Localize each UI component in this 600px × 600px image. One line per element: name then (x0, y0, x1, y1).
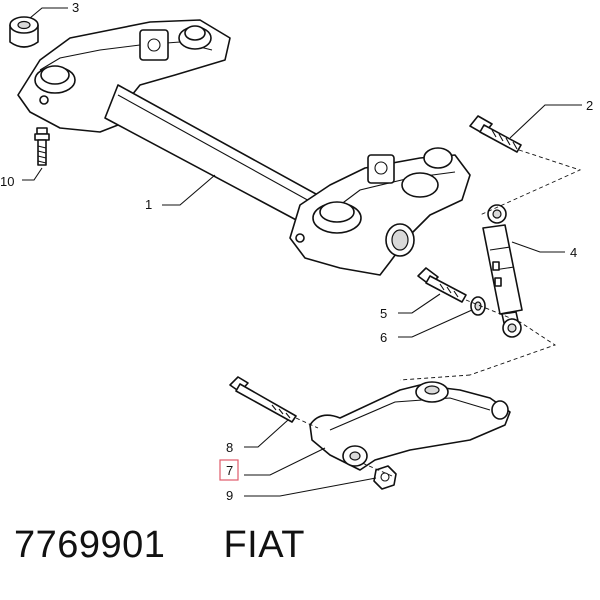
callout-5: 5 (380, 306, 387, 321)
callout-1: 1 (145, 197, 152, 212)
callout-6: 6 (380, 330, 387, 345)
callout-4: 4 (570, 245, 577, 260)
bolt-part-10 (34, 127, 50, 166)
part-number: 7769901 (14, 524, 166, 566)
axle-beam-part-1 (17, 19, 471, 276)
brand-name: FIAT (223, 524, 305, 566)
part-caption: 7769901 FIAT (14, 524, 305, 567)
bolt-part-5 (417, 267, 467, 303)
bolt-part-8 (229, 376, 297, 423)
bushing-part-3 (9, 16, 39, 48)
trailing-arm-part-7 (309, 381, 511, 471)
bolt-part-2 (469, 115, 522, 153)
washer-part-6 (470, 296, 486, 316)
assembly-guide-lines (295, 149, 582, 477)
callout-2: 2 (586, 98, 593, 113)
shock-absorber-part-4 (482, 204, 523, 338)
nut-part-9 (373, 465, 397, 490)
callout-7: 7 (226, 463, 233, 478)
leader-lines (22, 7, 582, 497)
callout-8: 8 (226, 440, 233, 455)
callout-10: 10 (0, 174, 14, 189)
callout-3: 3 (72, 0, 79, 15)
callout-9: 9 (226, 488, 233, 503)
callout-7-highlight (219, 459, 239, 481)
